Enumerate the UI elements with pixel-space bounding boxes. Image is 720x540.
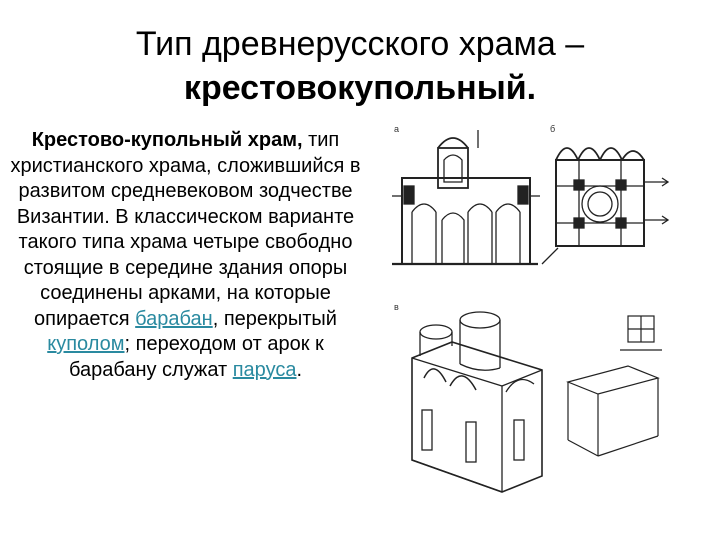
link-parusa[interactable]: паруса (232, 358, 297, 381)
section-drawing: а (392, 124, 540, 266)
description-paragraph: Крестово-купольный храм, тип христианско… (8, 128, 363, 383)
title-line-2: крестовокупольный. (183, 69, 537, 107)
text-part-1: тип христианского храма, сложившийся в р… (10, 129, 361, 330)
label-a: а (394, 124, 399, 134)
link-baraban[interactable]: барабан (135, 307, 213, 330)
label-v: в (394, 302, 399, 312)
label-b: б (550, 124, 555, 134)
lead-term: Крестово-купольный храм, (31, 129, 303, 151)
text-part-4: . (296, 358, 303, 381)
axonometric-drawing: в (394, 302, 662, 493)
link-kupol[interactable]: куполом (47, 333, 125, 355)
church-diagrams: а б (392, 120, 712, 530)
text-part-3: ; переходом от арок к барабану служат (68, 333, 324, 381)
text-part-2: , перекрытый (212, 307, 337, 330)
title-line-1: Тип древнерусского храма – (135, 25, 585, 63)
plan-drawing: б (541, 124, 670, 265)
slide-title: Тип древнерусского храма – крестовокупол… (0, 22, 720, 110)
